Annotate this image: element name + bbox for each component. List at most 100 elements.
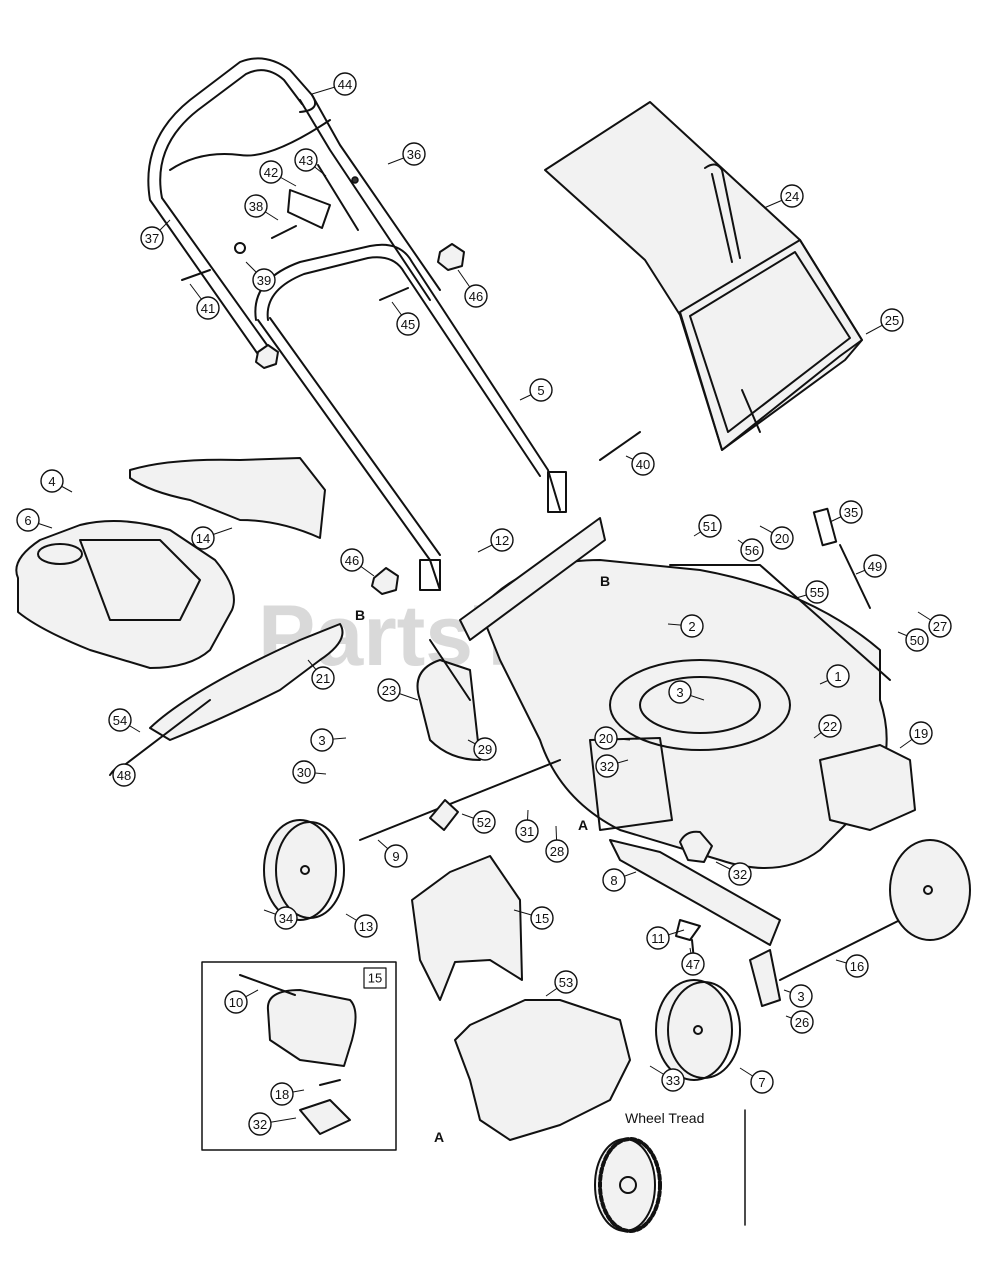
rod [599, 431, 641, 461]
callout-4: 4 [40, 469, 64, 493]
rear-axle [359, 759, 561, 841]
mower-deck [479, 559, 888, 869]
front-right-wheel [889, 839, 971, 941]
callout-40: 40 [631, 452, 655, 476]
callout-number: 3 [797, 989, 804, 1004]
callout-circle [384, 844, 408, 868]
callout-26: 26 [790, 1010, 814, 1034]
callout-6: 6 [16, 508, 40, 532]
callout-circle [780, 184, 804, 208]
callout-43: 43 [294, 148, 318, 172]
callout-36: 36 [402, 142, 426, 166]
engine-cover [15, 520, 235, 669]
callout-46: 46 [340, 548, 364, 572]
callout-20: 20 [770, 526, 794, 550]
callout-circle [631, 452, 655, 476]
callout-circle [826, 664, 850, 688]
callout-circle [274, 906, 298, 930]
inset-box [201, 961, 397, 1151]
callout-circle [928, 614, 952, 638]
callout-number: 20 [775, 531, 789, 546]
callout-number: 36 [407, 147, 421, 162]
callout-number: 24 [785, 189, 799, 204]
callout-number: 19 [914, 726, 928, 741]
callout-number: 45 [401, 317, 415, 332]
callout-circle [259, 160, 283, 184]
callout-number: 44 [338, 77, 352, 92]
callout-number: 14 [196, 531, 210, 546]
callout-24: 24 [780, 184, 804, 208]
callout-number: 29 [478, 742, 492, 757]
callout-circle [196, 296, 220, 320]
inset-label-box [363, 967, 387, 989]
blade [609, 839, 781, 946]
callout-circle [880, 308, 904, 332]
callout-circle [545, 839, 569, 863]
callout-19: 19 [909, 721, 933, 745]
callout-37: 37 [140, 226, 164, 250]
callout-number: 26 [795, 1015, 809, 1030]
callout-circle [818, 714, 842, 738]
callout-number: 13 [359, 919, 373, 934]
callout-27: 27 [928, 614, 952, 638]
callout-circle [728, 862, 752, 886]
callout-number: 52 [477, 815, 491, 830]
callout-circle [668, 680, 692, 704]
rear-baffle [459, 517, 606, 641]
handle-knob-left [255, 344, 279, 369]
callout-number: 43 [299, 153, 313, 168]
callout-number: 21 [316, 671, 330, 686]
callout-number: 23 [382, 683, 396, 698]
callout-32: 32 [248, 1112, 272, 1136]
callout-number: 46 [345, 553, 359, 568]
callout-52: 52 [472, 810, 496, 834]
callout-circle [770, 526, 794, 550]
callout-circle [646, 926, 670, 950]
callout-number: 20 [599, 731, 613, 746]
callout-number: 3 [676, 685, 683, 700]
callout-3: 3 [310, 728, 334, 752]
callout-circle [224, 990, 248, 1014]
callout-circle [333, 72, 357, 96]
callout-circle [244, 194, 268, 218]
callout-number: 30 [297, 765, 311, 780]
rear-left-wheel [263, 819, 345, 921]
callout-circle [680, 614, 704, 638]
callout-7: 7 [750, 1070, 774, 1094]
callout-number: 6 [24, 513, 31, 528]
callout-circle [248, 1112, 272, 1136]
callout-number: 53 [559, 975, 573, 990]
callout-circle [270, 1082, 294, 1106]
callout-circle [294, 148, 318, 172]
side-discharge-chute [129, 457, 326, 539]
callout-25: 25 [880, 308, 904, 332]
callout-number: 51 [703, 519, 717, 534]
callout-number: 8 [610, 873, 617, 888]
callout-number: 38 [249, 199, 263, 214]
callout-circle [310, 728, 334, 752]
callout-circle [681, 952, 705, 976]
callout-circle [554, 970, 578, 994]
callout-41: 41 [196, 296, 220, 320]
callout-21: 21 [311, 666, 335, 690]
callout-circle [311, 666, 335, 690]
callout-circle [698, 514, 722, 538]
handle-knob-lower [371, 567, 399, 595]
callout-number: 46 [469, 289, 483, 304]
front-left-wheel [655, 979, 741, 1081]
callout-circle [472, 810, 496, 834]
grass-bag [544, 101, 863, 451]
callout-5: 5 [529, 378, 553, 402]
callout-30: 30 [292, 760, 316, 784]
callout-45: 45 [396, 312, 420, 336]
wheel-tread-caption: Wheel Tread [625, 1110, 704, 1126]
rear-door [149, 623, 344, 741]
callout-23: 23 [377, 678, 401, 702]
callout-8: 8 [602, 868, 626, 892]
callout-circle [845, 954, 869, 978]
callout-number: 4 [48, 474, 55, 489]
callout-3: 3 [668, 680, 692, 704]
blade-adapter [679, 830, 713, 863]
rear-flap [266, 989, 357, 1067]
